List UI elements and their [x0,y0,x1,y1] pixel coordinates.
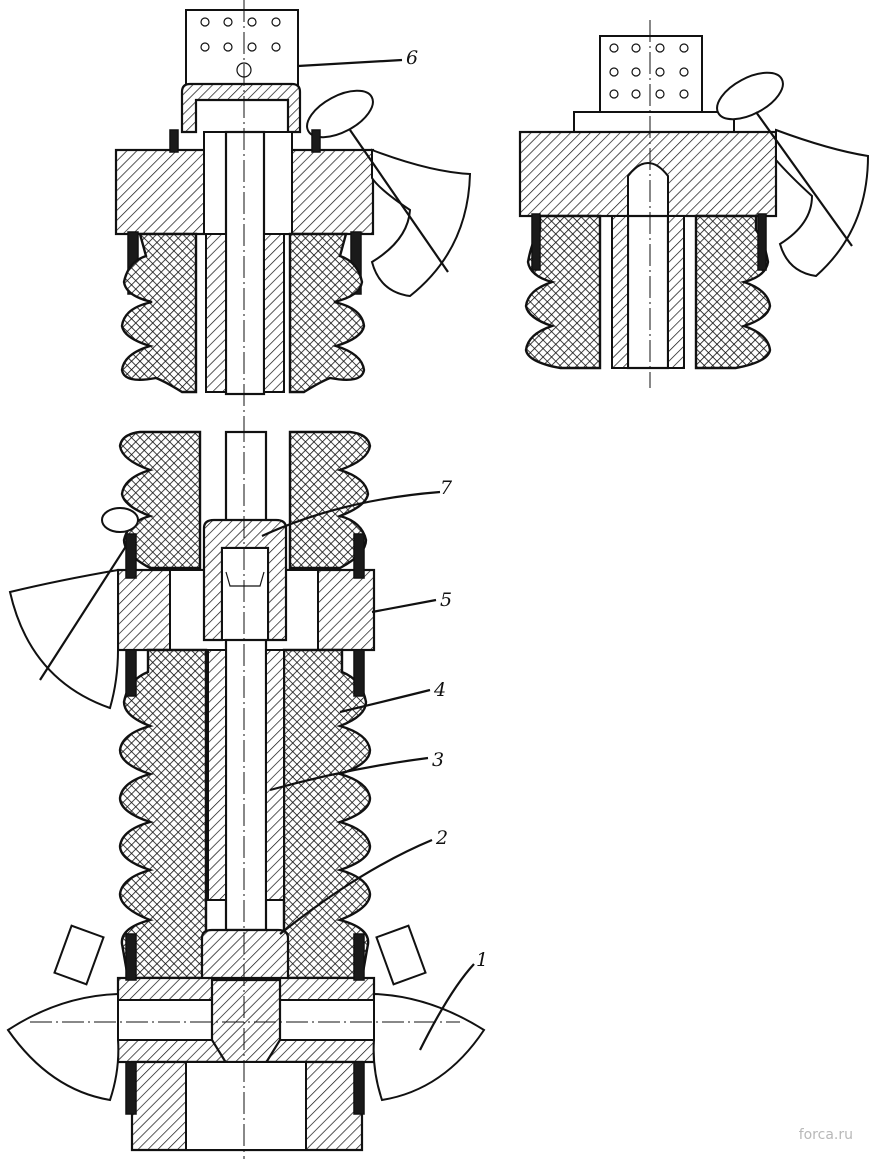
top-terminal-assembly [114,0,472,420]
leader-2 [279,838,433,935]
terminal-plate-holes [200,17,281,78]
lower-bushing-assembly [6,420,486,1159]
variant-terminal-assembly [518,20,870,388]
leader-4 [339,688,431,714]
leader-7 [261,490,441,537]
leader-3 [269,756,429,792]
leader-5 [371,598,437,614]
upper-insulator [120,232,198,394]
mid-upper-insulator [118,430,202,570]
callout-5: 5 [440,589,452,611]
upper-arcing-horn [370,148,472,298]
callout-4: 4 [433,679,446,701]
callout-6: 6 [406,47,418,69]
leader-1 [419,963,475,1051]
callout-7: 7 [440,477,453,499]
leader-6 [297,58,403,68]
callout-1: 1 [476,949,488,971]
callouts: 6 7 5 4 3 2 1 [406,47,488,971]
watermark: forca.ru [798,1127,853,1143]
leader-lines [261,58,475,1051]
lower-insulator [118,648,208,980]
upper-conductor [224,130,266,396]
upper-horn-disc [306,89,374,139]
callout-3: 3 [432,749,444,771]
conductor-joint-lower [200,928,290,982]
terminal-cap [180,82,302,134]
callout-2: 2 [435,827,448,849]
